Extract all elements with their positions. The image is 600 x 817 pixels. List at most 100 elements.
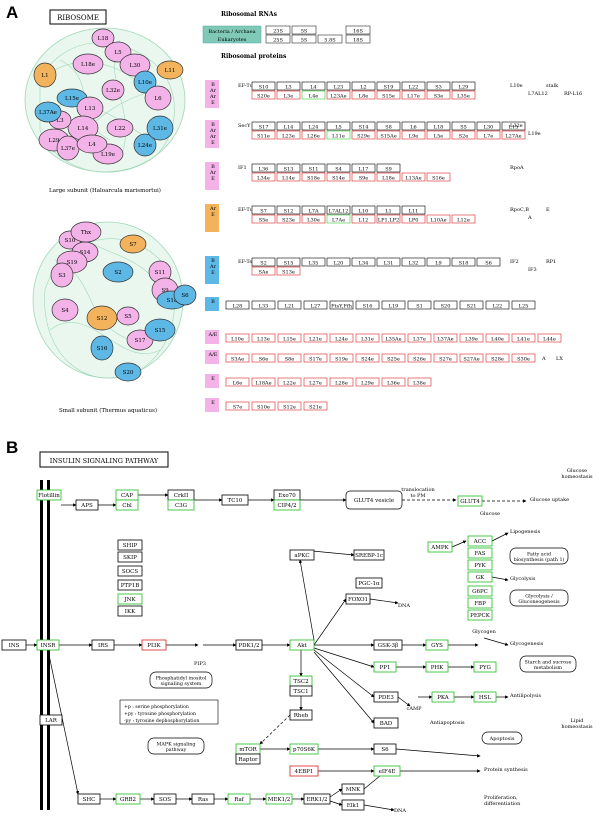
- protein-box: [407, 377, 432, 387]
- sos-node: [153, 793, 177, 805]
- protein-blob-label: Thx: [81, 230, 92, 236]
- fas-node-label: FAS: [474, 551, 485, 557]
- protein-box-label: S15: [284, 260, 294, 266]
- c3g-node: [167, 499, 195, 511]
- rrna-box-label: 16S: [353, 29, 363, 35]
- pip3-label: PIP3: [194, 661, 206, 667]
- protein-box-bottom: [351, 172, 376, 182]
- protein-box-label: S5e: [259, 217, 269, 223]
- domain-tag-label: B: [211, 164, 215, 170]
- protein-box-label: S4: [335, 166, 342, 172]
- domain-tag-label: E: [211, 100, 215, 106]
- protein-box-label: L29: [459, 84, 469, 90]
- protein-box-top: [451, 121, 476, 131]
- protein-box-label: S19: [384, 84, 394, 90]
- protein-box-top: [401, 257, 426, 267]
- dna-label: DNA: [398, 603, 410, 609]
- protein-box-top: [251, 81, 276, 91]
- protein-box-label: S28e: [491, 356, 504, 362]
- 4ebp1-node: [289, 765, 319, 777]
- protein-box-label: L22: [409, 84, 419, 90]
- factor-label: SecY: [238, 123, 251, 129]
- crkii-node-label: CrkII: [174, 493, 189, 499]
- ikk-node-label: IKK: [125, 609, 136, 615]
- domain-tag: [205, 330, 219, 344]
- protein-box-label: L31: [384, 260, 394, 266]
- pathway-edge: [491, 576, 509, 582]
- pgc-node: [355, 577, 383, 589]
- pathway-edge: [369, 598, 399, 605]
- ampk-node-label: AMPK: [430, 545, 449, 551]
- protein-box: [251, 401, 276, 411]
- insr-node: [36, 639, 60, 651]
- protein-box-label: S21e: [309, 404, 322, 410]
- ikk-node: [117, 605, 143, 617]
- p70s6k-node-label: p70S6K: [293, 747, 316, 753]
- flotillin-node-label: Flotillin: [38, 493, 60, 499]
- protein-box-top: [251, 163, 276, 173]
- protein-box-label: L7AL12: [329, 208, 349, 214]
- ras-node: [191, 793, 215, 805]
- protein-box-bottom: [351, 90, 376, 100]
- protein-box: [537, 333, 562, 343]
- small-subunit-caption: Small subunit (Thermus aquaticus): [59, 407, 157, 414]
- protein-box-label: L32: [409, 260, 419, 266]
- protein-box-bottom: [376, 214, 401, 224]
- protein-box-label: L30: [484, 124, 494, 130]
- pp1-node-label: PP1: [380, 665, 391, 671]
- protein-blob-label: L1: [41, 73, 48, 79]
- protein-box-bottom: [501, 130, 526, 140]
- protein-box: [355, 300, 380, 310]
- protein-box-top: [451, 81, 476, 91]
- protein-box: [329, 300, 354, 310]
- protein-box-top: [401, 81, 426, 91]
- pathway-edge: [395, 748, 481, 758]
- protein-blob-thx: [70, 221, 102, 243]
- fbp-node-label: FBP: [474, 601, 486, 607]
- protein-box-label: L24e: [335, 336, 348, 342]
- rrna-box-label: 23S: [273, 29, 283, 35]
- domain-tag: [205, 162, 219, 190]
- domain-tag-label: Ar: [209, 206, 217, 212]
- protein-blob-label: S14: [80, 250, 91, 256]
- protein-blob-label: L37e: [61, 146, 75, 152]
- shc-node: [77, 793, 101, 805]
- gsk3b-node-label: GSK-3β: [378, 643, 398, 649]
- protein-blob-label: L13: [85, 106, 96, 112]
- tc10-node: [221, 494, 249, 506]
- grb2-node: [115, 793, 141, 805]
- apoptosis-node: [481, 731, 523, 745]
- protein-box-label: L11: [409, 208, 419, 214]
- s6-node: [373, 743, 397, 755]
- rrna-box: [265, 25, 291, 35]
- protein-box-label: S16: [363, 303, 373, 309]
- protein-box-label: S11e: [257, 133, 270, 139]
- domain-tag-label: A/E: [208, 332, 218, 338]
- domain-tag-label: Ar: [209, 128, 217, 134]
- protein-box-bottom: [401, 90, 426, 100]
- protein-box-label: S10: [259, 84, 269, 90]
- protein-blob-l11: [156, 60, 184, 80]
- protein-box-label: L17: [359, 166, 369, 172]
- protein-box-label: L9e: [409, 133, 419, 139]
- protein-blob-label: L18e: [81, 62, 95, 68]
- glycolysis-label: Glycolysis: [510, 576, 536, 582]
- protein-box: [225, 401, 250, 411]
- protein-blob-label: S19: [67, 260, 78, 266]
- protein-blob-label: S9: [161, 288, 169, 294]
- protein-blob-label: L22: [115, 126, 126, 132]
- protein-box-label: L12e: [457, 217, 470, 223]
- pathway-title-box: [39, 451, 169, 468]
- protein-blob-label: S2: [114, 270, 121, 276]
- protein-box-bottom: [451, 90, 476, 100]
- pathway-title: INSULIN SIGNALING PATHWAY: [50, 457, 159, 465]
- domain-tag: [205, 297, 219, 311]
- protein-box-label: S7e: [233, 404, 243, 410]
- rheb-node-label: Rheb: [294, 713, 309, 719]
- ship-node: [117, 539, 143, 551]
- pathway-edge: [329, 788, 343, 798]
